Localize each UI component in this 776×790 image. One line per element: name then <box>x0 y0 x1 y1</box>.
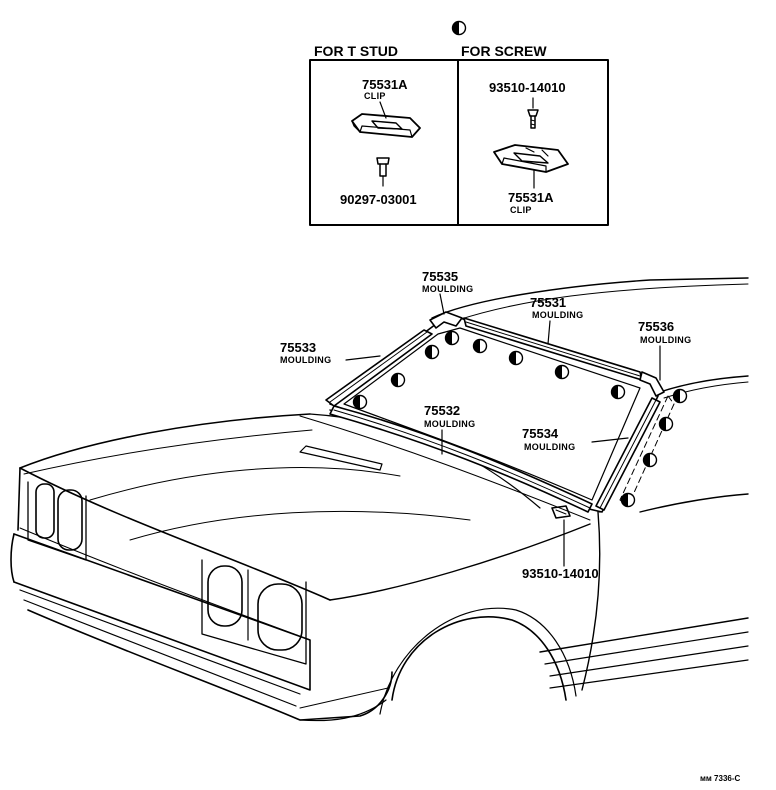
cowl-screw-drawing <box>551 505 571 519</box>
moulding-75535 <box>429 311 463 329</box>
part-number-cowl-screw: 93510-14010 <box>522 566 599 581</box>
part-name-75536: MOULDING <box>640 335 691 345</box>
part-name-75532: MOULDING <box>424 419 475 429</box>
t-stud-part-number: 90297-03001 <box>340 192 417 207</box>
callout-screw: 93510-14010 <box>522 519 599 581</box>
t-stud-drawing <box>376 157 390 187</box>
clip-t-stud-drawing <box>351 113 421 138</box>
moulding-strips <box>325 311 675 513</box>
clip-name-left: CLIP <box>364 91 386 101</box>
part-number-75531: 75531 <box>530 295 566 310</box>
moulding-75533 <box>325 329 433 407</box>
moulding-75532 <box>329 405 593 513</box>
callout-75536: 75536 MOULDING <box>638 319 691 381</box>
car-body-outline <box>10 277 749 722</box>
moulding-75536 <box>639 371 665 397</box>
callout-75535: 75535 MOULDING <box>422 269 473 315</box>
clip-part-number-left: 75531A <box>362 77 408 92</box>
callout-75534: 75534 MOULDING <box>522 426 629 452</box>
figure-reference: ᴍᴍ 7336-C <box>700 774 741 783</box>
callout-75531: 75531 MOULDING <box>530 295 583 345</box>
part-number-75533: 75533 <box>280 340 316 355</box>
callout-75533: 75533 MOULDING <box>280 340 381 365</box>
screw-part-number-inset: 93510-14010 <box>489 80 566 95</box>
callout-75532: 75532 MOULDING <box>424 403 475 455</box>
clip-name-right: CLIP <box>510 205 532 215</box>
clip-location-symbol <box>451 20 467 36</box>
part-name-75531: MOULDING <box>532 310 583 320</box>
clip-screw-drawing <box>493 144 569 173</box>
part-number-75535: 75535 <box>422 269 458 284</box>
clip-detail-inset: FOR T STUD FOR SCREW 75531A CLIP 90297-0… <box>309 43 609 226</box>
inset-header-screw: FOR SCREW <box>461 43 547 59</box>
part-number-75532: 75532 <box>424 403 460 418</box>
clip-part-number-right: 75531A <box>508 190 554 205</box>
part-name-75535: MOULDING <box>422 284 473 294</box>
screw-drawing <box>527 97 539 129</box>
part-number-75534: 75534 <box>522 426 559 441</box>
part-name-75534: MOULDING <box>524 442 575 452</box>
part-number-75536: 75536 <box>638 319 674 334</box>
inset-header-t-stud: FOR T STUD <box>314 43 398 59</box>
part-name-75533: MOULDING <box>280 355 331 365</box>
